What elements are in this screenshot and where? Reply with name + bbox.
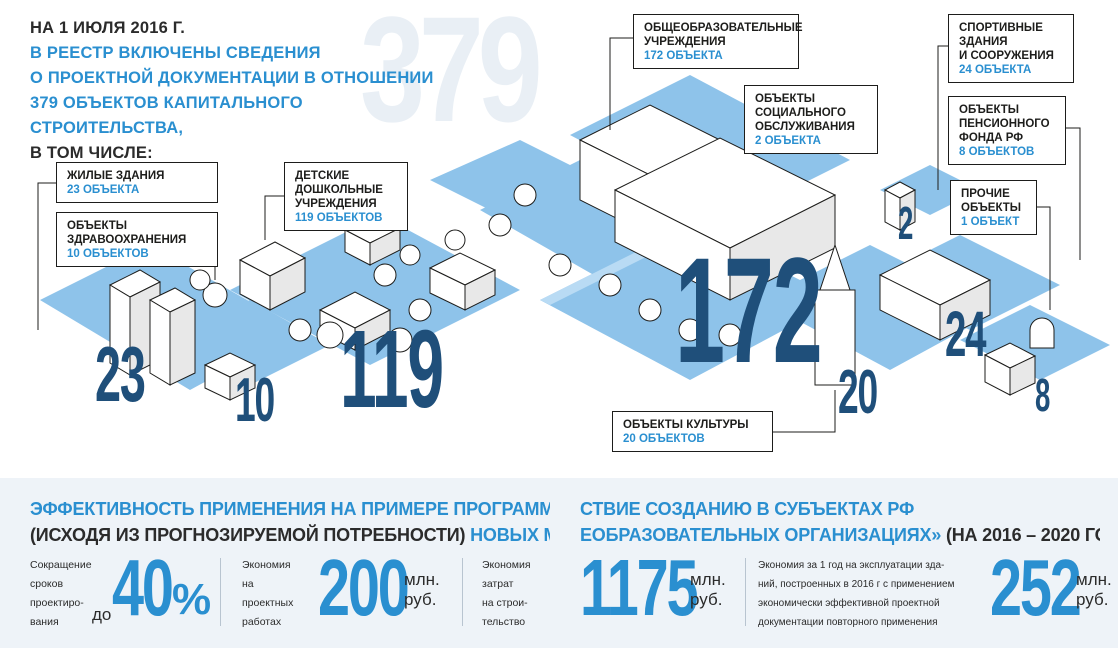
big-number-culture: 20 [838, 358, 878, 427]
stat-construction-savings-label: Экономия затрат на строи- тельство [482, 559, 531, 628]
callout-count: 172 ОБЪЕКТА [644, 50, 723, 62]
big-number-residential: 23 [95, 330, 146, 418]
stat-design-time-label: Сокращение сроков проектиро- вания [30, 559, 92, 628]
stat-operation-savings-unit: млн. руб. [1076, 570, 1112, 609]
efficiency-section: ЭФФЕКТИВНОСТЬ ПРИМЕНЕНИЯ НА ПРИМЕРЕ ПРОГ… [0, 478, 1118, 648]
callout-social: ОБЪЕКТЫ СОЦИАЛЬНОГО ОБСЛУЖИВАНИЯ 2 ОБЪЕК… [744, 85, 878, 154]
callout-label: ПРОЧИЕ ОБЪЕКТЫ [961, 188, 1022, 214]
callout-label: ОБЪЕКТЫ СОЦИАЛЬНОГО ОБСЛУЖИВАНИЯ [755, 93, 855, 133]
stat-design-savings-label: Экономия на проектных работах [242, 559, 294, 628]
intro-line-5: В ТОМ ЧИСЛЕ: [30, 144, 153, 162]
callout-kindergarten: ДЕТСКИЕ ДОШКОЛЬНЫЕ УЧРЕЖДЕНИЯ 119 ОБЪЕКТ… [284, 162, 408, 231]
callout-residential: ЖИЛЫЕ ЗДАНИЯ 23 ОБЪЕКТА [56, 162, 218, 203]
callout-count: 20 ОБЪЕКТОВ [623, 433, 705, 445]
callout-count: 1 ОБЪЕКТ [961, 216, 1020, 228]
callout-pension: ОБЪЕКТЫ ПЕНСИОННОГО ФОНДА РФ 8 ОБЪЕКТОВ [948, 96, 1066, 165]
callout-count: 23 ОБЪЕКТА [67, 184, 140, 196]
stat-design-savings-unit: млн. руб. [404, 570, 440, 609]
stat-operation-savings-value: 252 [990, 543, 1082, 632]
stat-design-time-prefix: до [92, 605, 112, 624]
intro-line-4: 379 ОБЪЕКТОВ КАПИТАЛЬНОГО СТРОИТЕЛЬСТВА, [30, 94, 303, 137]
callout-sport: СПОРТИВНЫЕ ЗДАНИЯ И СООРУЖЕНИЯ 24 ОБЪЕКТ… [948, 14, 1074, 83]
callout-count: 10 ОБЪЕКТОВ [67, 248, 149, 260]
title-right-line1: СТВИЕ СОЗДАНИЮ В СУБЪЕКТАХ РФ [580, 499, 915, 519]
total-watermark-number: 379 [360, 0, 543, 153]
stat-design-time-percent: % [172, 575, 212, 624]
callout-label: ДЕТСКИЕ ДОШКОЛЬНЫЕ УЧРЕЖДЕНИЯ [295, 170, 383, 210]
infographic-top: 379 [0, 0, 1118, 478]
title-left-line2-blue: НОВЫХ МЕСТ В ОБЩ [470, 525, 550, 545]
callout-culture: ОБЪЕКТЫ КУЛЬТУРЫ 20 ОБЪЕКТОВ [612, 411, 773, 452]
callout-count: 8 ОБЪЕКТОВ [959, 146, 1035, 158]
callout-label: ОБЪЕКТЫ КУЛЬТУРЫ [623, 419, 749, 431]
separator [220, 558, 221, 626]
callout-label: ЖИЛЫЕ ЗДАНИЯ [67, 170, 165, 182]
stat-operation-savings-label: Экономия за 1 год на эксплуатации зда- н… [758, 560, 955, 628]
intro-line-date: НА 1 ИЮЛЯ 2016 Г. [30, 19, 186, 37]
callout-other: ПРОЧИЕ ОБЪЕКТЫ 1 ОБЪЕКТ [950, 180, 1037, 235]
big-number-health: 10 [235, 366, 275, 435]
callout-count: 119 ОБЪЕКТОВ [295, 212, 383, 224]
big-number-schools: 172 [675, 226, 823, 394]
intro-text: НА 1 ИЮЛЯ 2016 Г. В РЕЕСТР ВКЛЮЧЕНЫ СВЕД… [30, 16, 450, 166]
efficiency-title-right: СТВИЕ СОЗДАНИЮ В СУБЪЕКТАХ РФ ЕОБРАЗОВАТ… [580, 496, 1100, 548]
callout-label: СПОРТИВНЫЕ ЗДАНИЯ И СООРУЖЕНИЯ [959, 22, 1054, 62]
big-number-social: 2 [898, 197, 913, 249]
stat-design-savings-value: 200 [318, 543, 410, 632]
title-right-line2-dark: (НА 2016 – 2020 ГОДЫ): [945, 525, 1100, 545]
intro-line-2: В РЕЕСТР ВКЛЮЧЕНЫ СВЕДЕНИЯ [30, 44, 321, 62]
title-right-line2-blue: ЕОБРАЗОВАТЕЛЬНЫХ ОРГАНИЗАЦИЯХ» [580, 525, 942, 545]
callout-schools: ОБЩЕОБРАЗОВАТЕЛЬНЫЕ УЧРЕЖДЕНИЯ 172 ОБЪЕК… [633, 14, 803, 69]
callout-label: ОБЩЕОБРАЗОВАТЕЛЬНЫЕ УЧРЕЖДЕНИЯ [644, 22, 803, 48]
title-left-line2-dark: (ИСХОДЯ ИЗ ПРОГНОЗИРУЕМОЙ ПОТРЕБНОСТИ) [30, 525, 466, 545]
title-left-line2: (ИСХОДЯ ИЗ ПРОГНОЗИРУЕМОЙ ПОТРЕБНОСТИ) Н… [30, 522, 550, 548]
stat-construction-savings-value: 1175 [580, 543, 698, 632]
separator [745, 558, 746, 626]
stat-construction-savings-unit: млн. руб. [690, 570, 726, 609]
callout-label: ОБЪЕКТЫ ПЕНСИОННОГО ФОНДА РФ [959, 104, 1050, 144]
callout-health: ОБЪЕКТЫ ЗДРАВООХРАНЕНИЯ 10 ОБЪЕКТОВ [56, 212, 218, 267]
big-number-kindergarten: 119 [340, 308, 444, 431]
intro-line-3: О ПРОЕКТНОЙ ДОКУМЕНТАЦИИ В ОТНОШЕНИИ [30, 69, 434, 87]
callout-count: 24 ОБЪЕКТА [959, 64, 1032, 76]
callout-count: 2 ОБЪЕКТА [755, 135, 821, 147]
stat-design-time-value: 40 [112, 543, 174, 632]
big-number-pension: 8 [1035, 369, 1050, 421]
callout-label: ОБЪЕКТЫ ЗДРАВООХРАНЕНИЯ [67, 220, 187, 246]
efficiency-title-left: ЭФФЕКТИВНОСТЬ ПРИМЕНЕНИЯ НА ПРИМЕРЕ ПРОГ… [30, 496, 550, 548]
title-left-line1: ЭФФЕКТИВНОСТЬ ПРИМЕНЕНИЯ НА ПРИМЕРЕ ПРОГ… [30, 499, 550, 519]
separator [462, 558, 463, 626]
big-number-sport: 24 [945, 298, 987, 370]
title-right-line2: ЕОБРАЗОВАТЕЛЬНЫХ ОРГАНИЗАЦИЯХ» (НА 2016 … [580, 522, 1100, 548]
